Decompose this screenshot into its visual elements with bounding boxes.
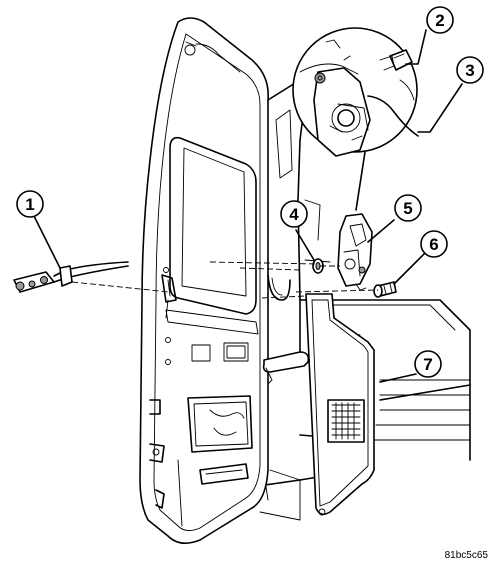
release-cable (13, 261, 129, 293)
inset-pointer (355, 151, 366, 211)
trim-cover-panel (305, 293, 375, 516)
callout-4-label: 4 (289, 205, 299, 224)
callout-1: 1 (16, 190, 44, 218)
detail-inset (292, 27, 419, 157)
figure-code: 81bc5c65 (445, 550, 489, 561)
callout-1-label: 1 (25, 195, 34, 214)
rear-door (139, 17, 310, 544)
callout-6: 6 (420, 230, 448, 258)
callout-2-label: 2 (435, 11, 444, 30)
callout-3-label: 3 (465, 61, 474, 80)
latch-assembly (337, 213, 373, 291)
callout-2: 2 (426, 6, 454, 34)
callout-7: 7 (414, 350, 442, 378)
callout-5: 5 (394, 194, 422, 222)
callout-3: 3 (456, 56, 484, 84)
callout-6-label: 6 (429, 235, 438, 254)
callout-4: 4 (280, 200, 308, 228)
callout-5-label: 5 (403, 199, 412, 218)
alignment-lines (71, 261, 379, 299)
callout-leaders (33, 29, 463, 383)
screw (373, 281, 397, 298)
speaker-grille (331, 402, 361, 440)
callout-7-label: 7 (423, 355, 432, 374)
washer (312, 258, 324, 274)
